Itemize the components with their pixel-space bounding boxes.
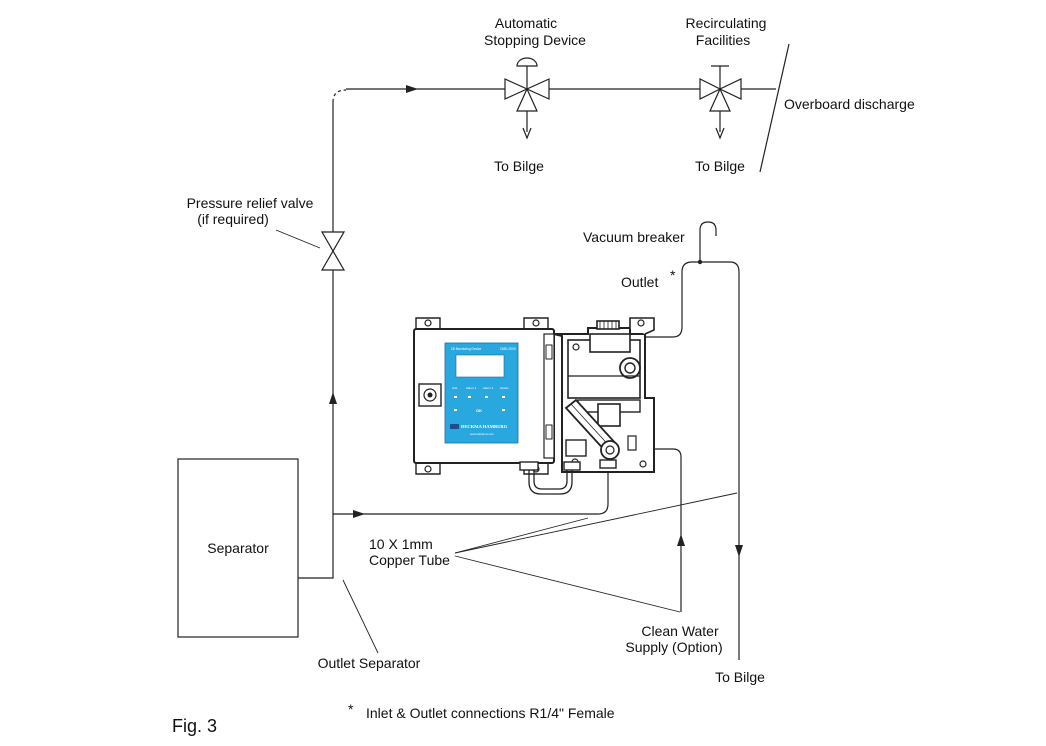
outlet-line [645,221,743,660]
sample-line [333,468,609,518]
separator-label: Separator [207,540,269,556]
outlet-star: * [670,267,676,283]
pressure-relief-valve-label-line2: (if required) [197,211,269,227]
oil-monitoring-device: Oil Monitoring Device OMD-2005 CAL Alarm… [413,317,655,495]
recirculating-facilities-label-line1: Recirculating [686,15,767,31]
footnote-star: * [348,701,354,717]
clean-water-line [630,448,685,612]
clean-water-label-line2: Supply (Option) [625,639,722,655]
outlet-label: Outlet [621,274,658,290]
separator-box [177,458,299,638]
overboard-discharge-label: Overboard discharge [784,96,915,112]
recirculating-facilities-label-line2: Facilities [696,32,750,48]
vacuum-breaker-label: Vacuum breaker [583,229,685,245]
to-bilge-label-3: To Bilge [715,669,765,685]
flow-arrow-top [406,85,418,93]
footnote-text: Inlet & Outlet connections R1/4" Female [366,705,615,721]
device-key-option: Option [500,386,509,390]
outlet-separator-label: Outlet Separator [318,655,421,671]
device-key-alarm1: Alarm 1 [466,386,477,390]
pressure-relief-valve-label-line1: Pressure relief valve [187,195,314,211]
automatic-stopping-device-label-line1: Automatic [495,15,557,31]
device-model-text: OMD-2005 [500,347,516,351]
pressure-relief-valve [275,229,346,271]
automatic-stopping-device-label-line2: Stopping Device [484,32,586,48]
device-key-cal: CAL [452,386,458,390]
device-title-text: Oil Monitoring Device [451,347,482,351]
leader-lines [342,492,738,654]
automatic-stopping-device-valve [504,57,550,140]
flow-arrow-vertical [329,392,337,404]
device-ok-key: OK [476,408,482,413]
device-key-alarm2: Alarm 2 [483,386,494,390]
device-brand-text: DECKMA HAMBURG [461,424,508,429]
discharge-pipe [298,88,776,579]
device-lcd [455,354,505,378]
copper-tube-label-line1: 10 X 1mm [369,536,433,552]
overboard-boundary-line [759,43,790,173]
copper-tube-label-line2: Copper Tube [369,552,450,568]
figure-caption: Fig. 3 [172,716,217,736]
recirculating-valve [699,65,742,140]
to-bilge-label-2: To Bilge [695,158,745,174]
to-bilge-label-1: To Bilge [494,158,544,174]
clean-water-label-line1: Clean Water [641,623,719,639]
device-website-text: www.deckma.com [470,432,495,436]
